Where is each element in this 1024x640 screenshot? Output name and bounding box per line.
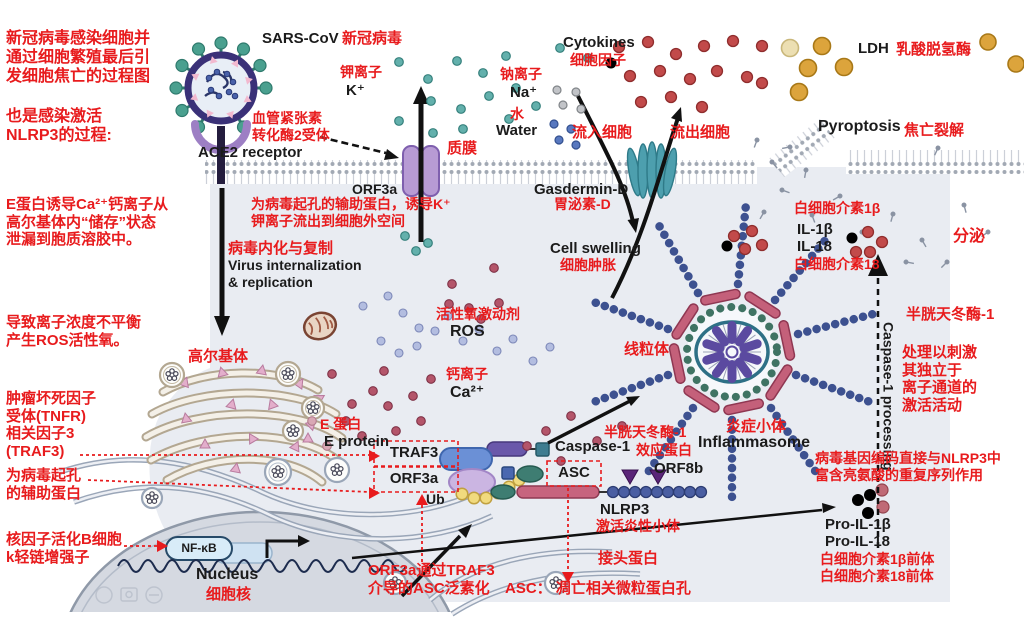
water-molecules <box>549 119 581 150</box>
na-ions <box>552 85 586 114</box>
pale-il-dot <box>721 240 733 252</box>
k-efflux-arrow <box>413 86 429 242</box>
ca-dots <box>327 263 627 466</box>
virus-icon <box>169 36 273 134</box>
pro-il-dots <box>852 483 890 519</box>
red-dotted-connectors <box>80 454 569 572</box>
dna-strand <box>117 535 407 573</box>
caspase1-molecule <box>486 441 550 457</box>
il-dots-released <box>727 224 889 259</box>
ace2-to-channel-arrow <box>319 135 399 160</box>
er-tubes <box>59 457 641 617</box>
ldh-dots <box>789 33 1024 102</box>
influx-arrow <box>576 95 639 233</box>
ros-dots <box>358 291 555 366</box>
orf3a-channel-icon <box>402 145 440 197</box>
orf3a-molecule <box>448 468 496 496</box>
nfkb-capsule <box>165 536 273 564</box>
cytokine-dots <box>612 34 769 114</box>
mitochondrion-icon <box>302 311 338 341</box>
k-ions <box>394 43 593 256</box>
arrow-ub-to-asc <box>400 524 472 598</box>
internalization-arrow <box>214 188 230 336</box>
light-ca-dots <box>307 416 332 451</box>
transcription-arrow <box>265 539 298 558</box>
pale-ldh-dot <box>780 38 800 58</box>
ace2-receptor-icon <box>191 120 251 184</box>
efflux-arrow <box>610 107 682 299</box>
red-dashed-boxes <box>373 440 602 493</box>
pale-il-dot2 <box>846 232 858 244</box>
gasdermin-channel-icon <box>626 141 678 199</box>
asc-molecule <box>501 465 544 483</box>
nlrp3-molecule <box>490 469 708 500</box>
arrow-to-inflammasome <box>547 396 640 445</box>
watermark-icons <box>95 586 163 604</box>
caspase-processing-arrow <box>868 254 888 548</box>
pale-cytokine-dot <box>605 57 617 69</box>
cell-interior <box>149 167 950 602</box>
arrow-to-proil <box>351 503 836 560</box>
inflammasome-icon <box>586 199 882 507</box>
orf8b-triangles <box>621 469 667 486</box>
red-arrowheads <box>157 450 574 583</box>
secretory-vesicles <box>140 360 569 596</box>
